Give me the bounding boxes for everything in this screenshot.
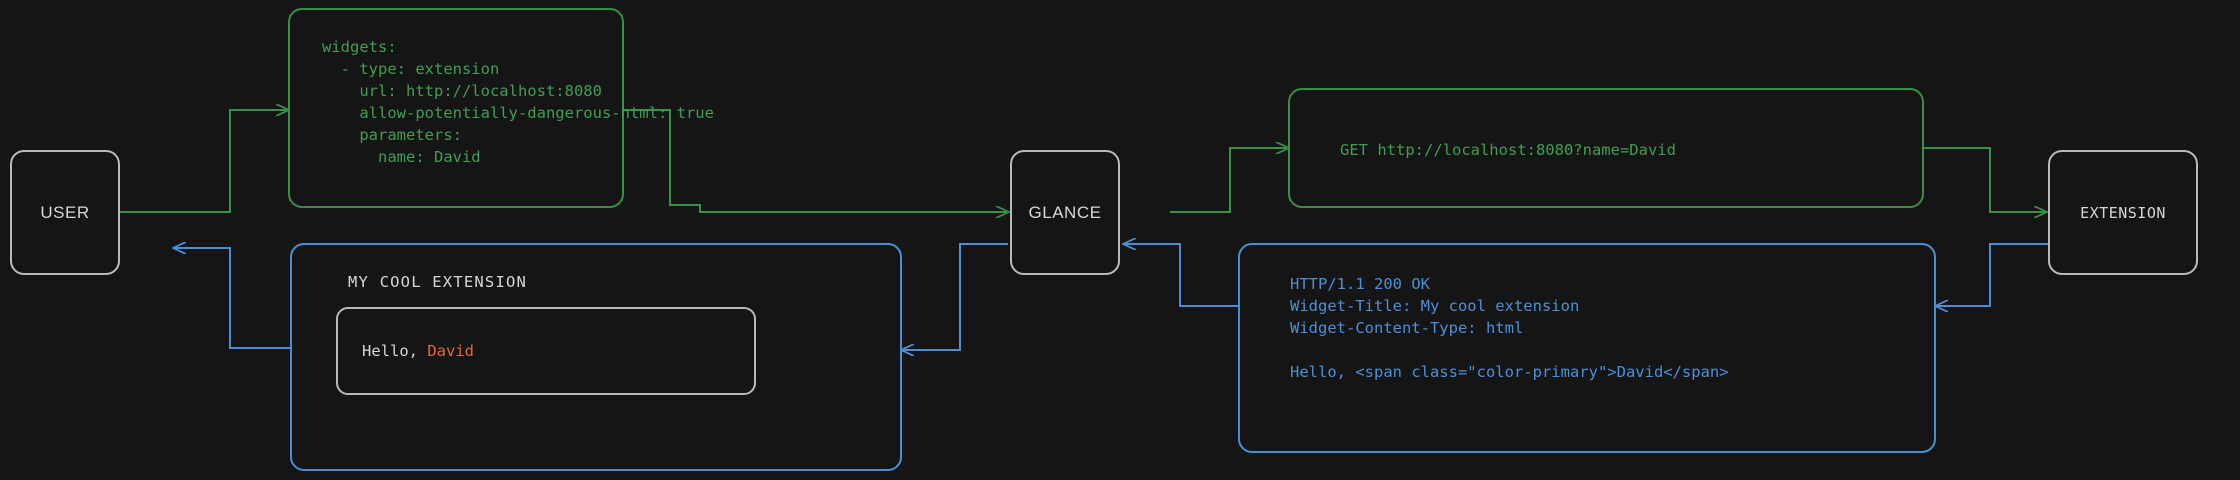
wire-widget-to-user [174, 248, 290, 349]
wire-config-to-glance [624, 109, 1008, 212]
wire-request-to-extension [1924, 147, 2046, 212]
node-extension-label: EXTENSION [2080, 203, 2166, 222]
http-request-text: GET http://localhost:8080?name=David [1340, 141, 1676, 159]
node-glance[interactable]: GLANCE [1010, 150, 1120, 275]
message-config-yaml: widgets: - type: extension url: http://l… [288, 8, 714, 208]
node-user[interactable]: USER [10, 150, 120, 275]
wire-extension-to-response [1936, 243, 2048, 306]
wire-glance-to-request [1170, 148, 1288, 213]
config-yaml-text: widgets: - type: extension url: http://l… [322, 38, 714, 166]
wire-user-to-config [120, 110, 288, 213]
rendered-widget-title: MY COOL EXTENSION [348, 273, 528, 291]
rendered-widget-card: Hello, David [336, 307, 756, 395]
message-http-response: HTTP/1.1 200 OK Widget-Title: My cool ex… [1238, 243, 1936, 453]
rendered-widget-greeting-prefix: Hello, [362, 342, 428, 360]
message-rendered-widget: MY COOL EXTENSION Hello, David [290, 243, 902, 471]
wire-response-to-glance [1124, 244, 1238, 307]
rendered-widget-greeting: Hello, David [362, 342, 474, 360]
node-extension[interactable]: EXTENSION [2048, 150, 2198, 275]
rendered-widget-greeting-name: David [427, 342, 474, 360]
wire-glance-to-widget [902, 243, 1008, 350]
http-response-text: HTTP/1.1 200 OK Widget-Title: My cool ex… [1290, 275, 1729, 381]
message-http-request: GET http://localhost:8080?name=David [1288, 88, 1924, 208]
node-glance-label: GLANCE [1028, 202, 1102, 222]
node-user-label: USER [40, 202, 90, 222]
